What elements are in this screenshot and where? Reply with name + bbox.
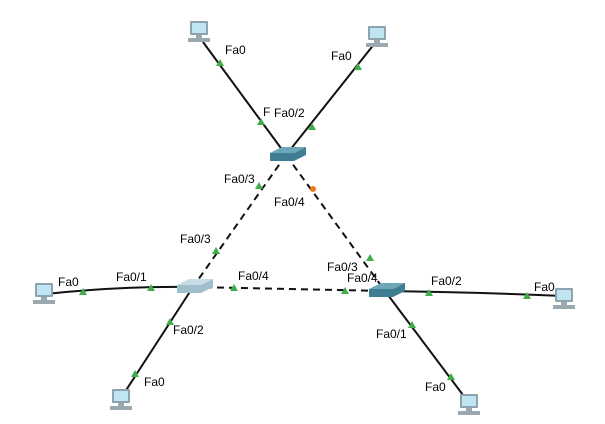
switch-icon[interactable] <box>177 279 213 293</box>
port-labels-layer: Fa0 Fa0 F Fa0/2 Fa0/3 Fa0/4 Fa0/3 Fa0/1 … <box>58 43 555 394</box>
port-label-pc-top-left-fa0: Fa0 <box>225 43 246 57</box>
port-label-sw-left-fa0-4: Fa0/4 <box>238 269 269 283</box>
port-marker-sw-right-fa0-1 <box>408 321 416 328</box>
port-marker-sw-left-fa0-4 <box>230 284 238 291</box>
pc-icon[interactable] <box>553 288 575 309</box>
link-pc-left-sw-left <box>45 285 194 295</box>
port-label-sw-right-fa0-1: Fa0/1 <box>376 327 407 341</box>
port-label-sw-right-fa0-4: Fa0/4 <box>347 271 378 285</box>
pc-icon[interactable] <box>458 394 480 415</box>
port-marker-pc-bottom-left-fa0 <box>131 370 139 377</box>
port-markers-layer <box>79 59 531 380</box>
port-label-sw-top-fa0-2: Fa0/2 <box>274 106 305 120</box>
port-marker-sw-top-fa0-4 <box>310 186 316 192</box>
link-sw-right-pc-bottom-right <box>384 290 470 404</box>
port-marker-sw-right-fa0-4 <box>341 287 349 294</box>
port-marker-pc-right-fa0 <box>523 292 531 299</box>
link-sw-top-sw-right <box>285 154 386 292</box>
port-marker-pc-bottom-right-fa0 <box>447 373 455 380</box>
switch-icon[interactable] <box>270 147 306 161</box>
pc-icon[interactable] <box>188 21 210 42</box>
port-label-pc-top-right-fa0: Fa0 <box>331 49 352 63</box>
port-label-pc-bottom-left-fa0: Fa0 <box>144 375 165 389</box>
port-label-sw-top-fa0-1: F <box>263 105 270 119</box>
link-sw-left-sw-right <box>192 286 386 292</box>
port-label-pc-right-fa0: Fa0 <box>534 280 555 294</box>
pc-icon[interactable] <box>110 389 132 410</box>
port-label-pc-bottom-right-fa0: Fa0 <box>425 380 446 394</box>
port-label-sw-right-fa0-3: Fa0/3 <box>327 260 358 274</box>
link-sw-left-pc-bottom-left <box>120 286 194 399</box>
port-label-sw-top-fa0-4: Fa0/4 <box>274 195 305 209</box>
pc-icon[interactable] <box>33 283 55 304</box>
port-marker-pc-left-fa0 <box>79 288 87 295</box>
port-label-sw-left-fa0-1: Fa0/1 <box>116 270 147 284</box>
switch-icon[interactable] <box>369 283 405 297</box>
port-marker-sw-right-fa0-2 <box>425 289 433 296</box>
port-label-sw-right-fa0-2: Fa0/2 <box>431 274 462 288</box>
port-marker-sw-top-fa0-3 <box>255 182 263 189</box>
link-pc-top-left-sw-top <box>202 41 287 156</box>
port-marker-sw-right-fa0-3 <box>366 254 374 261</box>
link-sw-top-sw-left <box>192 154 287 288</box>
link-pc-top-right-sw-top <box>285 42 376 156</box>
port-marker-sw-top-fa0-1 <box>257 118 265 125</box>
links-layer <box>45 41 564 404</box>
pc-icon[interactable] <box>366 26 388 47</box>
port-marker-sw-left-fa0-2 <box>166 318 174 325</box>
port-label-sw-left-fa0-3: Fa0/3 <box>180 232 211 246</box>
port-marker-pc-top-left-fa0 <box>216 59 224 66</box>
port-marker-pc-top-right-fa0 <box>354 63 362 70</box>
port-label-sw-top-fa0-3: Fa0/3 <box>224 172 255 186</box>
port-marker-sw-left-fa0-3 <box>212 247 220 254</box>
link-sw-right-pc-right <box>384 290 564 297</box>
port-label-pc-left-fa0: Fa0 <box>58 275 79 289</box>
port-marker-sw-left-fa0-1 <box>147 284 155 291</box>
port-marker-sw-top-fa0-2 <box>308 123 316 130</box>
port-label-sw-left-fa0-2: Fa0/2 <box>173 323 204 337</box>
